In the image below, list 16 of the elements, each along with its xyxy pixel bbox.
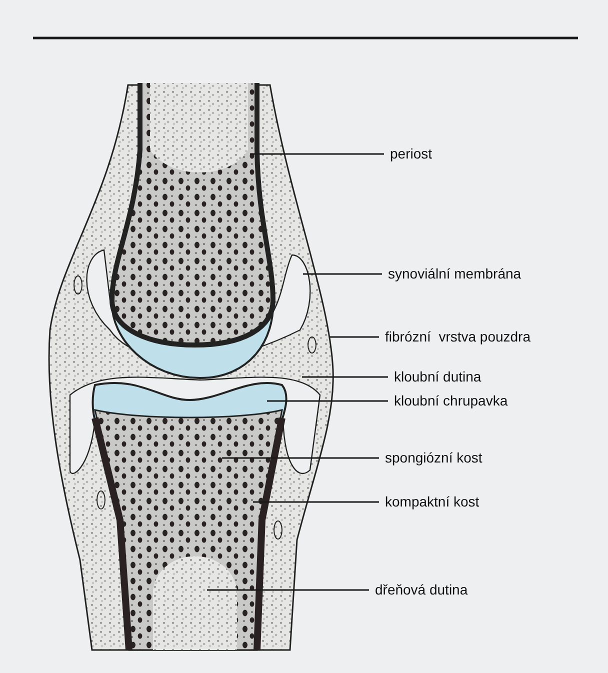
part-label: fibrózní vrstva pouzdra <box>385 328 531 346</box>
leader-line <box>222 457 379 459</box>
part-label: kloubní chrupavka <box>394 392 508 410</box>
part-label: spongiózní kost <box>385 450 482 466</box>
leader-line <box>303 273 382 275</box>
leader-line <box>253 501 379 503</box>
leader-line <box>302 376 388 378</box>
leader-line <box>267 400 388 402</box>
leader-line <box>330 336 379 338</box>
leader-line <box>250 153 384 155</box>
part-label: kompaktní kost <box>385 494 480 510</box>
part-label: kloubní dutina <box>394 368 482 386</box>
part-label: synoviální membrána <box>388 266 522 282</box>
part-label: dřeňová dutina <box>375 582 468 598</box>
part-label: periost <box>390 146 432 162</box>
leader-line <box>207 589 369 591</box>
